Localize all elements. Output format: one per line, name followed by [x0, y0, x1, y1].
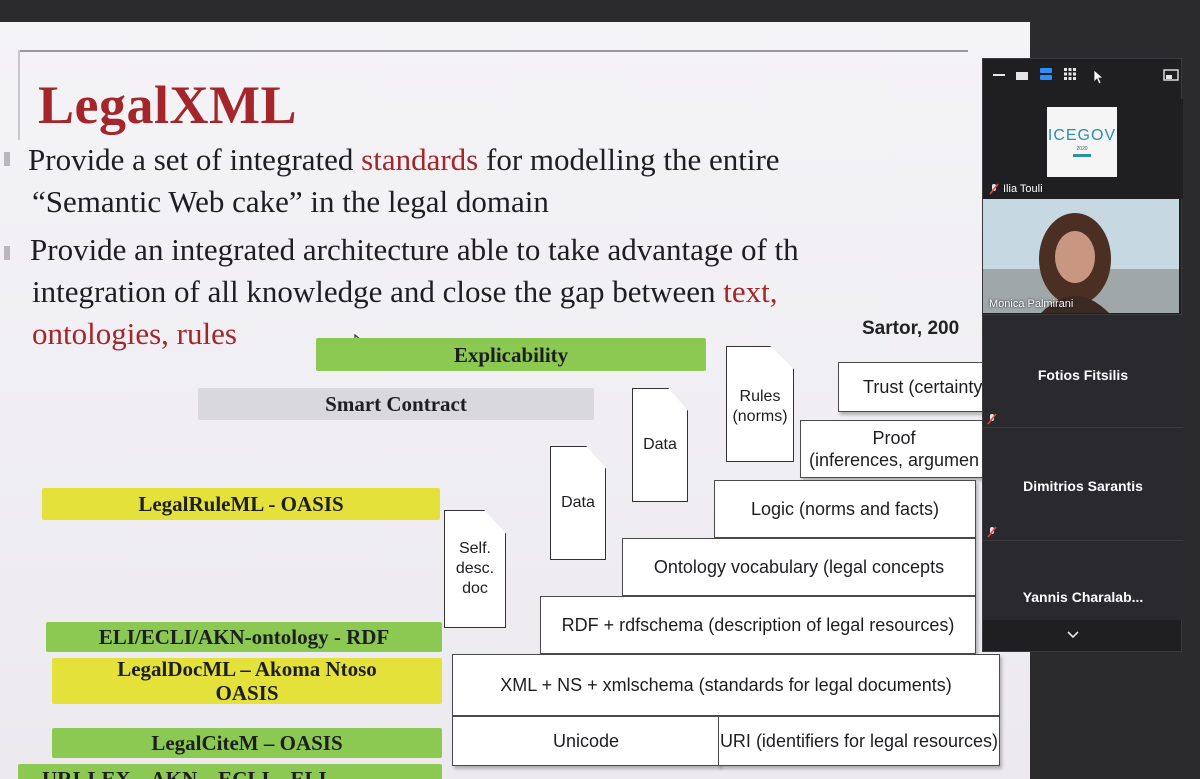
self-doc-line-1: Self.	[458, 540, 491, 557]
bullet-marker	[4, 246, 10, 260]
minimize-icon[interactable]	[993, 73, 1005, 77]
eli-ontology-bar: ELI/ECLI/AKN-ontology - RDF	[46, 622, 442, 652]
rules-doc-line-1: Rules	[739, 388, 781, 405]
bullet-1-line-1: Provide a set of integrated standards fo…	[28, 138, 780, 182]
layer-rdf: RDF + rdfschema (description of legal re…	[540, 596, 976, 654]
layer-logic: Logic (norms and facts)	[714, 480, 976, 538]
bullet-text: Provide a set of integrated	[28, 142, 362, 177]
layer-proof: Proof (inferences, argumen	[800, 420, 988, 478]
participant-name: Ilia Touli	[1003, 183, 1043, 195]
data-upper-document-icon: Data	[632, 388, 688, 502]
layer-uri: URI (identifiers for legal resources)	[718, 716, 1000, 766]
muted-microphone-icon	[987, 413, 997, 425]
participant-video-feed[interactable]: Monica Palmirani	[983, 199, 1179, 313]
slide-top-rule	[18, 50, 968, 52]
participant-name: Monica Palmirani	[989, 298, 1074, 310]
bullet-highlight: text,	[723, 274, 778, 309]
uri-lex-bar: URI-LEX – AKN – ECLI – ELI	[18, 764, 442, 779]
strip-view-icon[interactable]	[1039, 67, 1053, 81]
presentation-slide: LegalXML Provide a set of integrated sta…	[0, 22, 1030, 779]
speaker-view-icon[interactable]	[1015, 71, 1029, 81]
rules-doc-line-2: (norms)	[732, 408, 788, 425]
bullet-marker	[4, 152, 10, 166]
participant-name: Yannis Charalab...	[1022, 589, 1144, 605]
logo-text: ICEGOV	[1047, 127, 1117, 144]
proof-line-1: Proof	[872, 428, 916, 448]
legalruleml-bar: LegalRuleML - OASIS	[42, 488, 440, 520]
proof-line-2: (inferences, argumen	[808, 450, 980, 470]
layer-xml: XML + NS + xmlschema (standards for lega…	[452, 654, 1000, 716]
explicability-bar: Explicability	[316, 338, 706, 371]
legaldocml-bar: LegalDocML – Akoma Ntoso OASIS	[52, 657, 442, 705]
layer-unicode: Unicode	[452, 716, 720, 766]
legalcitem-bar: LegalCiteM – OASIS	[52, 728, 442, 758]
muted-microphone-icon	[987, 526, 997, 538]
citation: Sartor, 200	[862, 318, 960, 339]
logo-year: 2020	[1076, 146, 1088, 152]
self-desc-document-icon: Self. desc. doc	[444, 510, 506, 628]
logo-bar	[1073, 154, 1091, 157]
self-doc-line-3: doc	[462, 580, 488, 597]
bullet-2-line-1: Provide an integrated architecture able …	[30, 232, 799, 267]
legaldocml-line-2: OASIS	[215, 681, 279, 705]
meeting-participants-panel: ICEGOV 2020 Ilia Touli Monica Palmirani …	[982, 58, 1183, 652]
participant-name: Dimitrios Sarantis	[1023, 478, 1143, 494]
bullet-text: integration of all knowledge and close t…	[32, 274, 724, 309]
layer-trust: Trust (certainty	[838, 362, 988, 412]
speaker-video-image	[983, 199, 1179, 313]
layer-ontology: Ontology vocabulary (legal concepts	[622, 538, 976, 596]
smart-contract-bar: Smart Contract	[198, 388, 594, 420]
participant-tile-5[interactable]: Yannis Charalab...	[983, 540, 1183, 620]
icegov-logo: ICEGOV 2020	[1047, 107, 1117, 177]
legaldocml-line-1: LegalDocML – Akoma Ntoso	[117, 657, 377, 681]
bullet-1-line-2: “Semantic Web cake” in the legal domain	[32, 184, 549, 219]
data-lower-document-icon: Data	[550, 446, 606, 560]
exit-fullscreen-icon[interactable]	[1163, 69, 1179, 81]
panel-toolbar	[983, 59, 1183, 99]
data-upper-doc-label: Data	[643, 436, 677, 453]
participant-tile-3[interactable]: Fotios Fitsilis	[983, 314, 1183, 427]
data-lower-doc-label: Data	[561, 494, 595, 511]
bullet-text: for modelling the entire	[478, 142, 780, 177]
participant-tile-4[interactable]: Dimitrios Sarantis	[983, 427, 1183, 540]
pointer-cursor-icon	[1093, 69, 1105, 85]
bullet-2-line-3: ontologies, rules	[32, 316, 237, 351]
rules-document-icon: Rules (norms)	[726, 346, 794, 462]
chevron-down-icon[interactable]	[1067, 631, 1079, 639]
participant-name: Fotios Fitsilis	[1037, 367, 1129, 383]
participant-tile-logo[interactable]: ICEGOV 2020 Ilia Touli	[983, 99, 1183, 199]
gallery-view-icon[interactable]	[1063, 67, 1077, 81]
slide-title: LegalXML	[38, 75, 297, 135]
self-doc-line-2: desc.	[455, 560, 495, 577]
bullet-2-line-2: integration of all knowledge and close t…	[32, 270, 777, 314]
slide-side-rule	[18, 50, 20, 140]
bullet-highlight: standards	[361, 142, 479, 177]
muted-microphone-icon	[989, 183, 999, 195]
